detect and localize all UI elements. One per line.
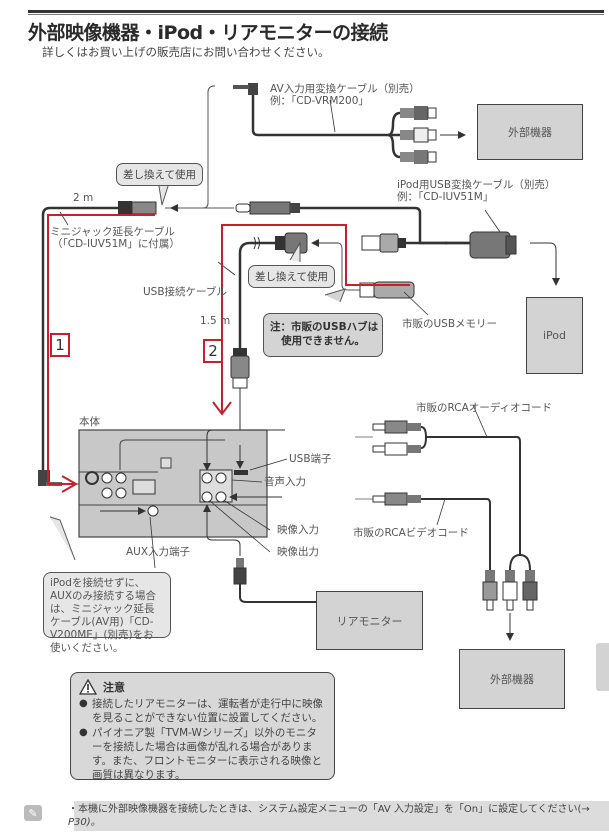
pencil-memo-icon: ✎ (24, 805, 42, 821)
swap-connector-line (165, 85, 216, 209)
rca-video-cable (355, 492, 491, 570)
rca-video-label: 市販のRCAビデオコード (353, 527, 469, 539)
arrow-to-ipod (549, 242, 560, 286)
swap-bubble-usb: 差し換えて使用 (248, 265, 335, 288)
rca-audio-cable (355, 404, 531, 571)
usb-connection-cable (217, 232, 360, 445)
page-title: 外部映像機器・iPod・リアモニターの接続 (28, 22, 388, 44)
external-device-box-bottom: 外部機器 (459, 649, 565, 709)
page-subtitle: 詳しくはお買い上げの販売店にお問い合わせください。 (42, 45, 330, 59)
rca-plug-yellow (400, 150, 437, 164)
footnote-background (74, 801, 609, 831)
usb-cable-label: USB接続ケーブル (143, 286, 227, 298)
rca-plug-white (400, 127, 437, 143)
usb-hub-warning-bubble: 注：市販のUSBハブは 使用できません。 (263, 313, 383, 357)
video-in-jack (215, 491, 227, 503)
main-unit-label: 本体 (79, 416, 100, 428)
audio-in-left (201, 472, 213, 484)
aux-jack (147, 505, 159, 517)
cable-length-2m: 2 m (73, 192, 94, 204)
step-2-badge: 2 (203, 339, 223, 363)
usb-memory-stick (359, 281, 429, 316)
external-device-box-top: 外部機器 (477, 104, 583, 160)
av-input-cable (233, 83, 466, 164)
ipod-usb-conversion-cable (235, 201, 560, 286)
rca-plugs-bottom (482, 570, 538, 641)
rca-audio-label: 市販のRCAオーディオコード (416, 402, 553, 414)
red-guide-route-2 (212, 224, 410, 416)
warning-triangle-icon (79, 679, 97, 695)
usb-port (234, 470, 248, 475)
av-cable-label: AV入力用変換ケーブル（別売） (270, 83, 420, 95)
usb-port-label: USB端子 (289, 453, 332, 465)
title-rule-thin (28, 14, 604, 15)
usb-hub-note-line1: 注：市販のUSBハブは (270, 321, 379, 333)
video-out-jack (201, 491, 213, 503)
title-rule (28, 10, 604, 13)
ipod-cable-example: 例：「CD-IUV51M」 (397, 191, 494, 203)
video-out-label: 映像出力 (277, 546, 319, 558)
side-index-tab (596, 643, 609, 691)
step-1-badge: 1 (50, 333, 70, 357)
footnote: ✎ ・本機に外部映像機器を接続したときは、システム設定メニューの「AV 入力設定… (24, 801, 609, 831)
caution-item: 接続したリアモニターは、運転者が走行中に映像を見ることができない位置に設置してく… (79, 697, 326, 725)
rear-monitor-box: リアモニター (316, 591, 423, 650)
aux-port-label: AUX入力端子 (126, 546, 191, 558)
caution-box: 注意 接続したリアモニターは、運転者が走行中に映像を見ることができない位置に設置… (70, 672, 335, 782)
aux-only-note-bubble: iPodを接続せずに、AUXのみ接続する場合は、ミニジャック延長ケーブル(AV用… (43, 572, 171, 654)
caution-heading: 注意 (79, 679, 326, 695)
ipod-box: iPod (526, 297, 583, 374)
caution-list: 接続したリアモニターは、運転者が走行中に映像を見ることができない位置に設置してく… (79, 697, 326, 782)
main-unit-rear-panel (78, 429, 288, 569)
mini-jack-included: （「CD-IUV51M」に付属） (52, 238, 180, 250)
red-guide-route-1 (47, 214, 155, 493)
rca-plug-red (400, 106, 437, 120)
av-cable-example: 例：「CD-VRM200」 (270, 95, 369, 107)
swap-bubble-top: 差し換えて使用 (116, 163, 203, 186)
audio-in-right (215, 472, 227, 484)
cable-length-1-5m: 1.5 m (200, 315, 231, 327)
footnote-page-link[interactable]: P30)。 (68, 817, 101, 828)
footnote-text: ・本機に外部映像機器を接続したときは、システム設定メニューの「AV 入力設定」を… (68, 803, 609, 829)
caution-item: パイオニア製「TVM-Wシリーズ」以外のモニターを接続した場合は画像が乱れる場合… (79, 726, 326, 782)
ipod-cable-label: iPod用USB変換ケーブル（別売） (397, 179, 556, 191)
video-in-label: 映像入力 (277, 524, 319, 536)
usb-memory-label: 市販のUSBメモリー (402, 318, 498, 330)
mini-jack-label: ミニジャック延長ケーブル (50, 226, 175, 238)
caution-heading-text: 注意 (103, 681, 125, 694)
rear-monitor-cable (233, 558, 318, 603)
footnote-body: ・本機に外部映像機器を接続したときは、システム設定メニューの「AV 入力設定」を… (68, 804, 590, 815)
audio-in-label: 音声入力 (264, 476, 306, 488)
usb-hub-note-line2: 使用できません。 (281, 335, 365, 347)
